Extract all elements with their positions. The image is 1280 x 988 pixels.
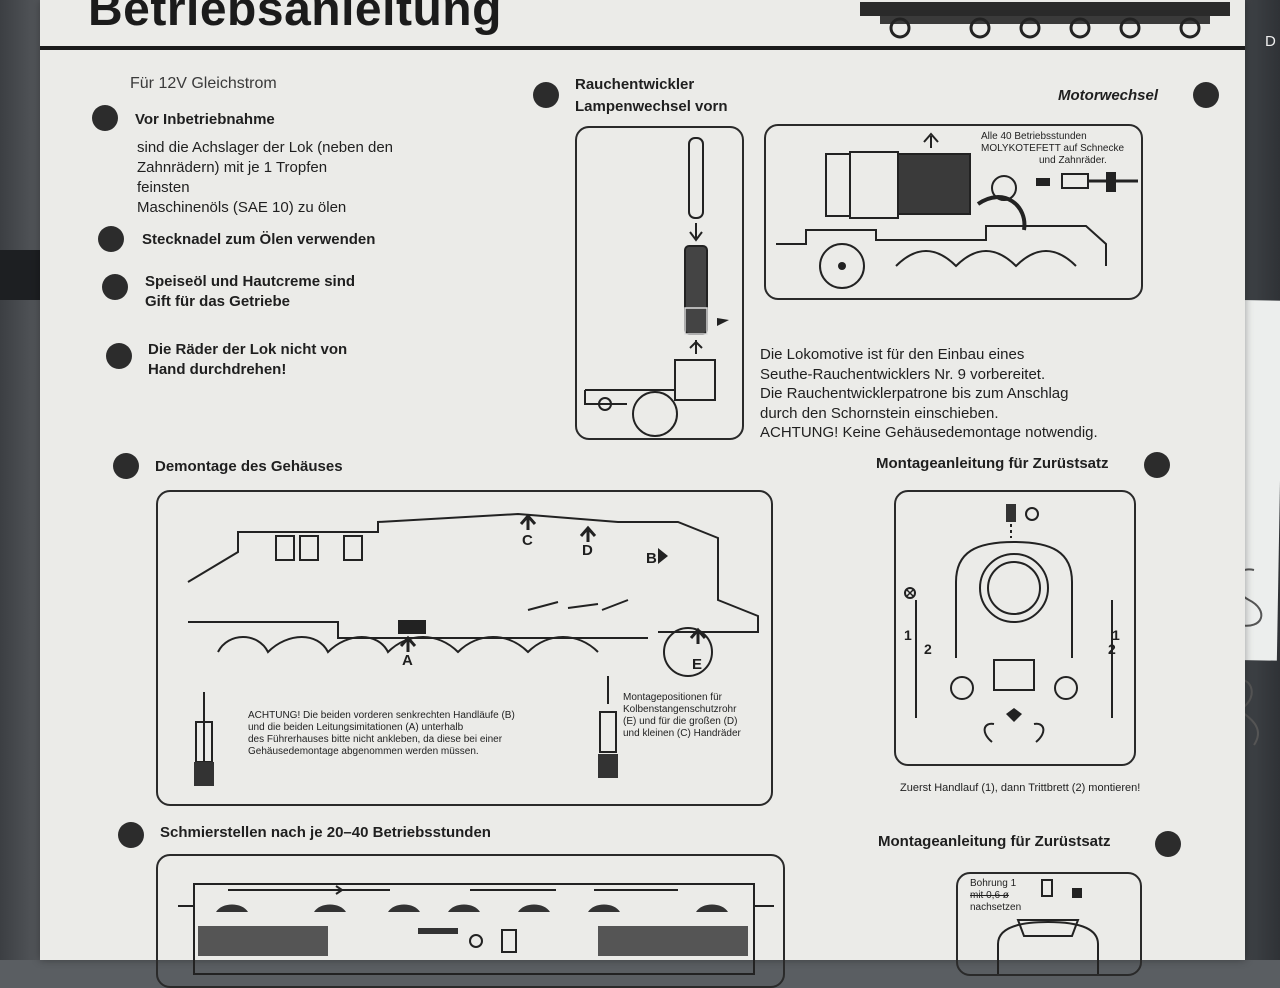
background-device-edge — [0, 250, 42, 300]
kit-front-label-2: 2 — [1108, 641, 1116, 657]
warning-oil-line: Speiseöl und Hautcreme sind — [145, 273, 356, 290]
kit-front-label-1: 1 — [1112, 627, 1120, 643]
lubrication-heading: Schmierstellen nach je 20–40 Betriebsstu… — [160, 824, 491, 841]
label-c: C — [522, 532, 533, 549]
background-left — [0, 0, 42, 960]
before-use-line: Maschinenöls (SAE 10) zu ölen — [137, 199, 347, 216]
smoke-description-line: Die Rauchentwicklerpatrone bis zum Ansch… — [760, 385, 1069, 402]
kit-bottom-heading: Montageanleitung für Zurüstsatz — [878, 833, 1111, 850]
housing-warning-line: und die beiden Leitungsimitationen (A) u… — [248, 722, 464, 733]
kit-front-label-2: 2 — [924, 641, 932, 657]
before-use-line: Zahnrädern) mit je 1 Tropfen — [137, 159, 328, 176]
instruction-sheet: Betriebsanleitung D Für 12V Gleichstrom … — [40, 0, 1276, 988]
housing-mount-line: Kolbenstangenschutzrohr — [623, 704, 737, 715]
motor-heading: Motorwechsel — [1058, 87, 1159, 104]
warning-wheels: Die Räder der Lok nicht von Hand durchdr… — [148, 340, 347, 380]
motor-diagram-box: Alle 40 Betriebsstunden MOLYKOTEFETT auf… — [764, 124, 1143, 300]
motor-note-line: Alle 40 Betriebsstunden — [981, 131, 1087, 142]
smoke-description-line: ACHTUNG! Keine Gehäusedemontage notwendi… — [760, 424, 1098, 441]
label-b: B — [646, 550, 657, 567]
warning-oil-line: Gift für das Getriebe — [145, 293, 291, 310]
housing-warning: ACHTUNG! Die beiden vorderen senkrechten… — [248, 710, 515, 758]
bullet-marker — [1155, 831, 1181, 857]
bullet-marker — [533, 82, 559, 108]
kit-front-diagram — [904, 504, 1113, 743]
before-use-heading: Vor Inbetriebnahme — [135, 111, 275, 128]
bullet-marker — [1144, 452, 1170, 478]
motor-note-line: und Zahnräder. — [1039, 155, 1107, 166]
motor-note: Alle 40 Betriebsstunden MOLYKOTEFETT auf… — [981, 131, 1124, 167]
before-use-text: sind die Achslager der Lok (neben den Za… — [137, 138, 393, 218]
warning-wheels-line: Die Räder der Lok nicht von — [148, 341, 348, 358]
housing-mount-line: (E) und für die großen (D) — [623, 716, 738, 727]
housing-warning-line: ACHTUNG! Die beiden vorderen senkrechten… — [248, 710, 515, 721]
kit-front-caption: Zuerst Handlauf (1), dann Trittbrett (2)… — [900, 782, 1141, 794]
housing-mount-line: Montagepositionen für — [623, 692, 722, 703]
before-use-line: sind die Achslager der Lok (neben den — [137, 139, 394, 156]
before-use-line: feinsten — [137, 179, 190, 196]
bullet-marker — [106, 343, 132, 369]
bullet-marker — [113, 453, 139, 479]
housing-mount-note: Montagepositionen für Kolbenstangenschut… — [623, 692, 741, 740]
warning-oil: Speiseöl und Hautcreme sind Gift für das… — [145, 272, 355, 312]
kit-front-label-1: 1 — [904, 627, 912, 643]
kit-front-diagram-box: 1 1 2 2 — [894, 490, 1136, 766]
smoke-description-line: Seuthe-Rauchentwicklers Nr. 9 vorbereite… — [760, 365, 1046, 383]
housing-mount-line: und kleinen (C) Handräder — [623, 728, 741, 739]
bullet-marker — [1193, 82, 1219, 108]
smoke-heading: Rauchentwickler Lampenwechsel vorn — [575, 74, 728, 118]
smoke-generator-diagram — [584, 137, 729, 437]
housing-diagram-box: C D B A E ACHTUNG! Die beiden vorderen s… — [156, 490, 773, 806]
bullet-marker — [92, 105, 118, 131]
kit-bottom-note-line: Bohrung 1 — [970, 878, 1017, 889]
smoke-description: Die Lokomotive ist für den Einbau eines … — [760, 345, 1098, 443]
kit-bottom-note-line: nachsetzen — [970, 902, 1022, 913]
kit-front-heading: Montageanleitung für Zurüstsatz — [876, 455, 1109, 472]
motor-note-line: MOLYKOTEFETT auf Schnecke — [981, 143, 1125, 154]
power-note: Für 12V Gleichstrom — [130, 75, 277, 92]
housing-heading: Demontage des Gehäuses — [155, 458, 343, 475]
tip-pin: Stecknadel zum Ölen verwenden — [142, 231, 376, 248]
corner-letter: D — [1265, 33, 1276, 50]
label-e: E — [692, 656, 703, 673]
bullet-marker — [118, 822, 144, 848]
bullet-marker — [98, 226, 124, 252]
bullet-marker — [102, 274, 128, 300]
kit-bottom-note-line: mit 0,6 ø — [970, 890, 1009, 901]
header-locomotive-illustration — [860, 2, 1230, 39]
housing-warning-line: des Führerhauses bitte nicht ankleben, d… — [248, 734, 503, 745]
title-rule — [40, 46, 1245, 50]
kit-bottom-note: Bohrung 1 mit 0,6 ø nachsetzen — [970, 878, 1021, 914]
housing-diagram — [187, 512, 759, 786]
smoke-heading-line: Lampenwechsel vorn — [575, 98, 728, 115]
smoke-description-line: durch den Schornstein einschieben. — [760, 404, 999, 422]
smoke-diagram-box — [575, 126, 744, 440]
page-title: Betriebsanleitung — [88, 0, 502, 36]
kit-bottom-diagram-box: Bohrung 1 mit 0,6 ø nachsetzen — [956, 872, 1142, 976]
warning-wheels-line: Hand durchdrehen! — [148, 361, 287, 378]
label-d: D — [582, 542, 593, 559]
smoke-heading-line: Rauchentwickler — [575, 76, 695, 93]
smoke-description-line: Die Lokomotive ist für den Einbau eines — [760, 346, 1025, 363]
kit-bottom-diagram — [997, 879, 1099, 974]
motor-diagram — [776, 132, 1138, 289]
label-a: A — [402, 652, 413, 669]
housing-warning-line: Gehäusedemontage abgenommen werden müsse… — [248, 746, 479, 757]
lubrication-diagram-box — [156, 854, 785, 988]
lubrication-diagram — [178, 883, 774, 975]
